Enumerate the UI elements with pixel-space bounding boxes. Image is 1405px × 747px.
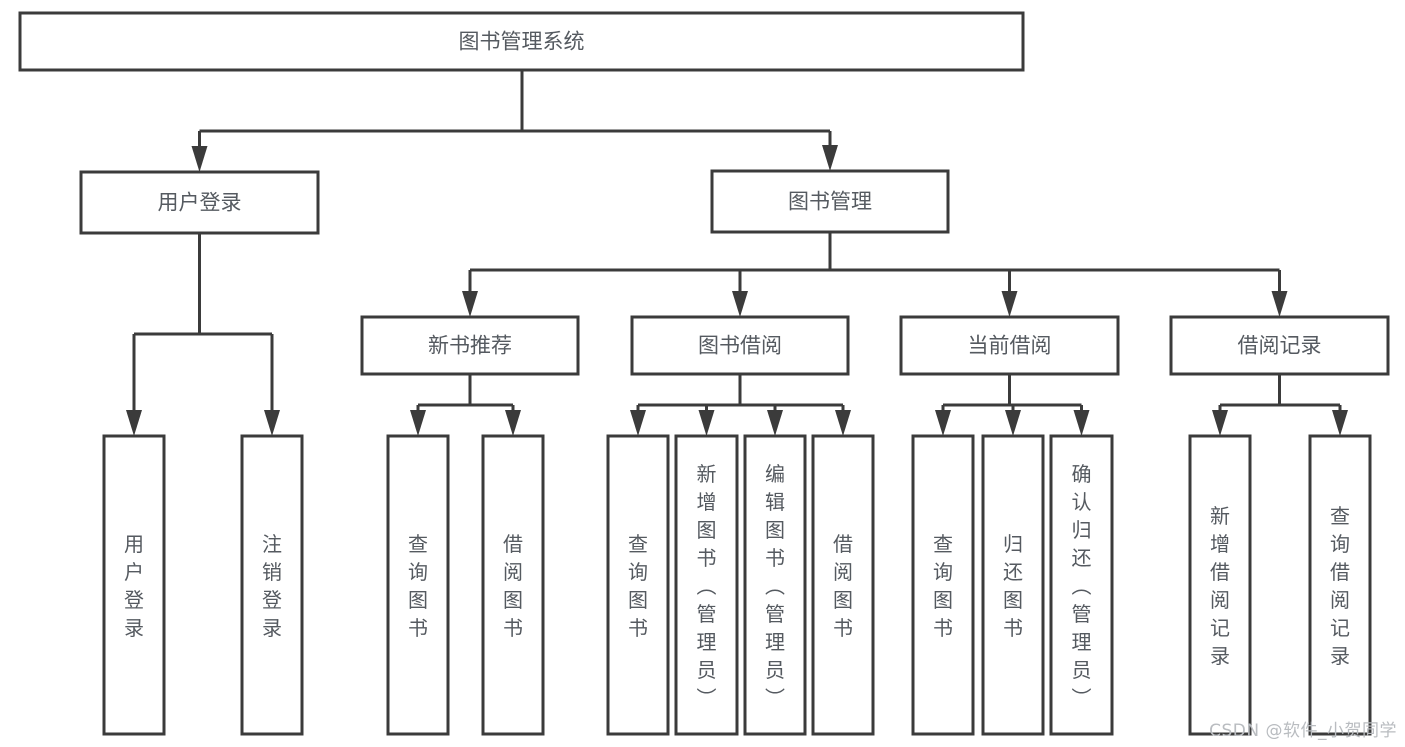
arrowhead-icon xyxy=(1005,410,1021,436)
arrowhead-icon xyxy=(191,146,208,172)
node-box xyxy=(360,315,580,376)
node-label: 归还图书 xyxy=(1003,532,1023,640)
node-label: 借阅记录 xyxy=(1238,334,1322,358)
node-box xyxy=(899,315,1120,376)
node-label: 查询借阅记录 xyxy=(1330,504,1350,668)
arrowhead-icon xyxy=(505,410,521,436)
node-leaf-return-book[interactable]: 归还图书 xyxy=(981,434,1045,736)
node-borrow-record[interactable]: 借阅记录 xyxy=(1169,315,1390,376)
arrowhead-icon xyxy=(126,410,142,436)
node-label: 新增图书︵管理员︶ xyxy=(697,462,717,710)
diagram-nodes: 图书管理系统用户登录图书管理新书推荐图书借阅当前借阅借阅记录用户登录注销登录查询… xyxy=(18,11,1390,736)
node-leaf-add-book[interactable]: 新增图书︵管理员︶ xyxy=(674,434,739,736)
node-new-book-recommend[interactable]: 新书推荐 xyxy=(360,315,580,376)
connector-edges xyxy=(126,70,1348,436)
node-box xyxy=(743,434,807,736)
csdn-watermark: CSDN @软件_小贺同学 xyxy=(1209,721,1397,741)
node-label: 新增借阅记录 xyxy=(1210,504,1230,668)
node-box xyxy=(18,11,1025,72)
node-label: 图书管理系统 xyxy=(459,30,585,54)
node-leaf-confirm-return[interactable]: 确认归还︵管理员︶ xyxy=(1049,434,1114,736)
node-book-manage[interactable]: 图书管理 xyxy=(710,169,950,234)
node-label: 查询图书 xyxy=(628,532,648,640)
node-label: 查询图书 xyxy=(408,532,428,640)
node-box xyxy=(481,434,545,736)
arrowhead-icon xyxy=(767,410,783,436)
node-leaf-edit-book[interactable]: 编辑图书︵管理员︶ xyxy=(743,434,807,736)
arrowhead-icon xyxy=(264,410,280,436)
node-box xyxy=(911,434,975,736)
node-box xyxy=(1308,434,1372,736)
node-label: 用户登录 xyxy=(158,191,242,215)
node-leaf-query-book-2[interactable]: 查询图书 xyxy=(606,434,670,736)
node-box xyxy=(674,434,739,736)
node-box xyxy=(811,434,875,736)
arrowhead-icon xyxy=(822,145,838,171)
arrowhead-icon xyxy=(732,291,748,317)
arrowhead-icon xyxy=(835,410,851,436)
node-user-login[interactable]: 用户登录 xyxy=(79,170,320,235)
node-leaf-query-book-1[interactable]: 查询图书 xyxy=(386,434,450,736)
arrowhead-icon xyxy=(410,410,426,436)
arrowhead-icon xyxy=(698,410,715,436)
node-root[interactable]: 图书管理系统 xyxy=(18,11,1025,72)
node-label: 新书推荐 xyxy=(428,334,512,358)
node-leaf-query-borrow-record[interactable]: 查询借阅记录 xyxy=(1308,434,1372,736)
node-label: 确认归还︵管理员︶ xyxy=(1072,462,1092,710)
node-box xyxy=(102,434,166,736)
node-leaf-add-borrow-record[interactable]: 新增借阅记录 xyxy=(1188,434,1252,736)
arrowhead-icon xyxy=(1212,410,1228,436)
node-leaf-query-book-3[interactable]: 查询图书 xyxy=(911,434,975,736)
node-box xyxy=(630,315,850,376)
node-box xyxy=(1169,315,1390,376)
arrowhead-icon xyxy=(1332,410,1348,436)
node-book-borrow[interactable]: 图书借阅 xyxy=(630,315,850,376)
node-box xyxy=(710,169,950,234)
node-label: 借阅图书 xyxy=(503,532,523,640)
node-box xyxy=(1049,434,1114,736)
node-box xyxy=(606,434,670,736)
arrowhead-icon xyxy=(1001,291,1018,317)
node-box xyxy=(240,434,304,736)
node-label: 注销登录 xyxy=(262,532,282,640)
node-label: 当前借阅 xyxy=(968,334,1052,358)
arrowhead-icon xyxy=(1271,291,1288,317)
node-leaf-borrow-book-1[interactable]: 借阅图书 xyxy=(481,434,545,736)
node-box xyxy=(79,170,320,235)
node-box xyxy=(1188,434,1252,736)
arrowhead-icon xyxy=(935,410,951,436)
node-leaf-user-logout[interactable]: 注销登录 xyxy=(240,434,304,736)
node-leaf-borrow-book-2[interactable]: 借阅图书 xyxy=(811,434,875,736)
node-label: 借阅图书 xyxy=(833,532,853,640)
arrowhead-icon xyxy=(1073,410,1090,436)
node-label: 图书管理 xyxy=(788,190,872,214)
node-label: 图书借阅 xyxy=(698,334,782,358)
node-leaf-user-login[interactable]: 用户登录 xyxy=(102,434,166,736)
node-box xyxy=(386,434,450,736)
arrowhead-icon xyxy=(630,410,646,436)
arrowhead-icon xyxy=(462,291,478,317)
node-box xyxy=(981,434,1045,736)
node-label: 编辑图书︵管理员︶ xyxy=(765,462,785,710)
node-label: 查询图书 xyxy=(933,532,953,640)
node-current-borrow[interactable]: 当前借阅 xyxy=(899,315,1120,376)
node-label: 用户登录 xyxy=(124,532,144,640)
